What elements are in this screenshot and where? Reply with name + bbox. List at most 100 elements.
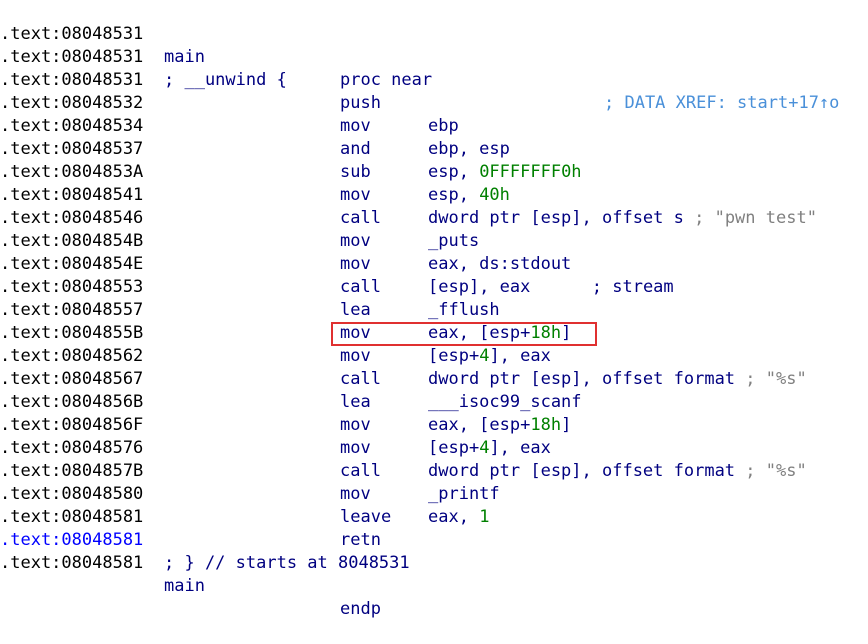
- operand-text: ebp: [428, 116, 459, 136]
- function-label[interactable]: main: [164, 576, 205, 596]
- listing-line[interactable]: .text:0804856F mov dword ptr [esp], offs…: [0, 391, 868, 481]
- mnemonic: mov: [340, 415, 371, 435]
- immediate-value: 1: [479, 507, 490, 527]
- listing-line[interactable]: .text:0804855B mov dword ptr [esp], offs…: [0, 299, 868, 389]
- highlight-box: [331, 322, 597, 346]
- listing-line[interactable]: .text:08048537 sub esp, 40h: [0, 115, 868, 205]
- directive: endp: [340, 599, 381, 619]
- listing-line[interactable]: .text:0804856B mov [esp+4], eax: [0, 368, 868, 458]
- operands[interactable]: ebp: [428, 115, 459, 138]
- function-label[interactable]: main: [164, 47, 205, 67]
- mnemonic: mov: [340, 438, 371, 458]
- mnemonic: mov: [340, 346, 371, 366]
- operands[interactable]: dword ptr [esp], offset format ; "%s": [428, 368, 807, 391]
- listing-line[interactable]: .text:08048580 leave: [0, 460, 868, 527]
- listing-line-highlighted[interactable]: .text:08048562 call ___isoc99_scanf: [0, 322, 868, 412]
- disassembly-listing: .text:08048531 main proc near ; DATA XRE…: [0, 0, 868, 619]
- string-comment: ; "%s": [735, 461, 807, 481]
- call-target[interactable]: ___isoc99_scanf: [428, 391, 582, 414]
- operand-text: eax, ds:stdout: [428, 254, 572, 274]
- call-target[interactable]: _fflush: [428, 299, 500, 322]
- unwind-comment: ; __unwind {: [164, 70, 287, 90]
- mnemonic: mov: [340, 323, 371, 343]
- operands[interactable]: esp, 0FFFFFFF0h: [428, 161, 582, 184]
- operands[interactable]: dword ptr [esp], offset s ; "pwn test": [428, 207, 817, 230]
- operand-text: _fflush: [428, 300, 500, 320]
- mnemonic: leave: [340, 507, 392, 527]
- line-address: .text:08048562: [0, 346, 144, 366]
- immediate-value: 18h: [530, 323, 562, 343]
- directive: proc near: [340, 70, 433, 90]
- operands[interactable]: [esp+4], eax: [428, 345, 551, 368]
- line-address: .text:08048567: [0, 369, 144, 389]
- operands[interactable]: [esp+4], eax: [428, 437, 551, 460]
- mnemonic: and: [340, 139, 371, 159]
- mnemonic: mov: [340, 231, 371, 251]
- operands[interactable]: eax, 1: [428, 506, 489, 529]
- line-address: .text:0804856B: [0, 392, 144, 412]
- operands[interactable]: ebp, esp: [428, 138, 510, 161]
- operand-text: esp,: [428, 185, 480, 205]
- operand-text: ], eax: [489, 438, 551, 458]
- immediate-value: 4: [479, 438, 490, 458]
- listing-line[interactable]: .text:0804857B mov eax, 1: [0, 437, 868, 527]
- unwind-end-comment: ; } // starts at 8048531: [164, 553, 410, 573]
- mnemonic: mov: [340, 116, 371, 136]
- listing-line[interactable]: .text:0804854E call _fflush: [0, 230, 868, 320]
- line-address: .text:08048557: [0, 300, 144, 320]
- call-target[interactable]: _printf: [428, 483, 500, 506]
- line-address: .text:08048531: [0, 24, 144, 44]
- mnemonic: mov: [340, 185, 371, 205]
- listing-line[interactable]: .text:08048567 lea eax, [esp+18h]: [0, 345, 868, 435]
- listing-line[interactable]: .text:08048531 main proc near ; DATA XRE…: [0, 0, 868, 113]
- operand-text: [esp+: [428, 438, 480, 458]
- operands[interactable]: eax, ds:stdout: [428, 253, 571, 276]
- mnemonic: call: [340, 461, 381, 481]
- listing-line[interactable]: .text:08048581 main endp: [0, 529, 868, 619]
- operands[interactable]: eax, [esp+18h]: [428, 322, 571, 345]
- operands[interactable]: dword ptr [esp], offset format ; "%s": [428, 460, 807, 483]
- mnemonic: call: [340, 277, 381, 297]
- listing-line[interactable]: .text:08048576 call _printf: [0, 414, 868, 504]
- operand-text: _printf: [428, 484, 500, 504]
- listing-line[interactable]: .text:08048531 ; __unwind {: [0, 23, 868, 90]
- operand-text: ]: [561, 415, 572, 435]
- mnemonic: retn: [340, 530, 381, 550]
- operands[interactable]: esp, 40h: [428, 184, 510, 207]
- mnemonic: lea: [340, 392, 371, 412]
- listing-line[interactable]: .text:0804853A mov dword ptr [esp], offs…: [0, 138, 868, 228]
- listing-line[interactable]: .text:0804854B mov [esp], eax ; stream: [0, 207, 868, 297]
- listing-line[interactable]: .text:08048557 mov [esp+4], eax: [0, 276, 868, 366]
- string-comment: ; "pwn test": [683, 208, 817, 228]
- line-address: .text:0804857B: [0, 461, 144, 481]
- line-address: .text:0804854E: [0, 254, 144, 274]
- line-address: .text:08048581: [0, 530, 144, 550]
- operands[interactable]: eax, [esp+18h]: [428, 414, 571, 437]
- operand-text: dword ptr [esp], offset format: [428, 369, 736, 389]
- operand-text: ebp, esp: [428, 139, 510, 159]
- listing-line[interactable]: .text:08048534 and esp, 0FFFFFFF0h: [0, 92, 868, 182]
- listing-line[interactable]: .text:08048581 retn: [0, 483, 868, 550]
- param-comment: ; stream: [530, 277, 674, 297]
- line-address: .text:08048531: [0, 47, 144, 67]
- listing-line[interactable]: .text:08048553 lea eax, [esp+18h]: [0, 253, 868, 343]
- operand-text: [esp+: [428, 346, 480, 366]
- line-address: .text:08048546: [0, 208, 144, 228]
- listing-line[interactable]: .text:08048532 mov ebp, esp: [0, 69, 868, 159]
- listing-line[interactable]: .text:08048546 mov eax, ds:stdout: [0, 184, 868, 274]
- operand-text: esp,: [428, 162, 480, 182]
- listing-line[interactable]: .text:08048531 push ebp: [0, 46, 868, 136]
- line-address: .text:08048576: [0, 438, 144, 458]
- xref-comment[interactable]: ; DATA XREF: start+17↑o: [604, 93, 840, 113]
- operand-text: dword ptr [esp], offset s: [428, 208, 684, 228]
- line-address: .text:08048541: [0, 185, 144, 205]
- operand-text: [esp], eax: [428, 277, 531, 297]
- call-target[interactable]: _puts: [428, 230, 479, 253]
- line-address: .text:08048532: [0, 93, 144, 113]
- line-address: .text:08048581: [0, 553, 144, 573]
- mnemonic: sub: [340, 162, 371, 182]
- listing-line[interactable]: .text:08048581 ; } // starts at 8048531: [0, 506, 868, 573]
- listing-line[interactable]: .text:08048541 call _puts: [0, 161, 868, 251]
- operands[interactable]: [esp], eax ; stream: [428, 276, 674, 299]
- line-address: .text:0804856F: [0, 415, 144, 435]
